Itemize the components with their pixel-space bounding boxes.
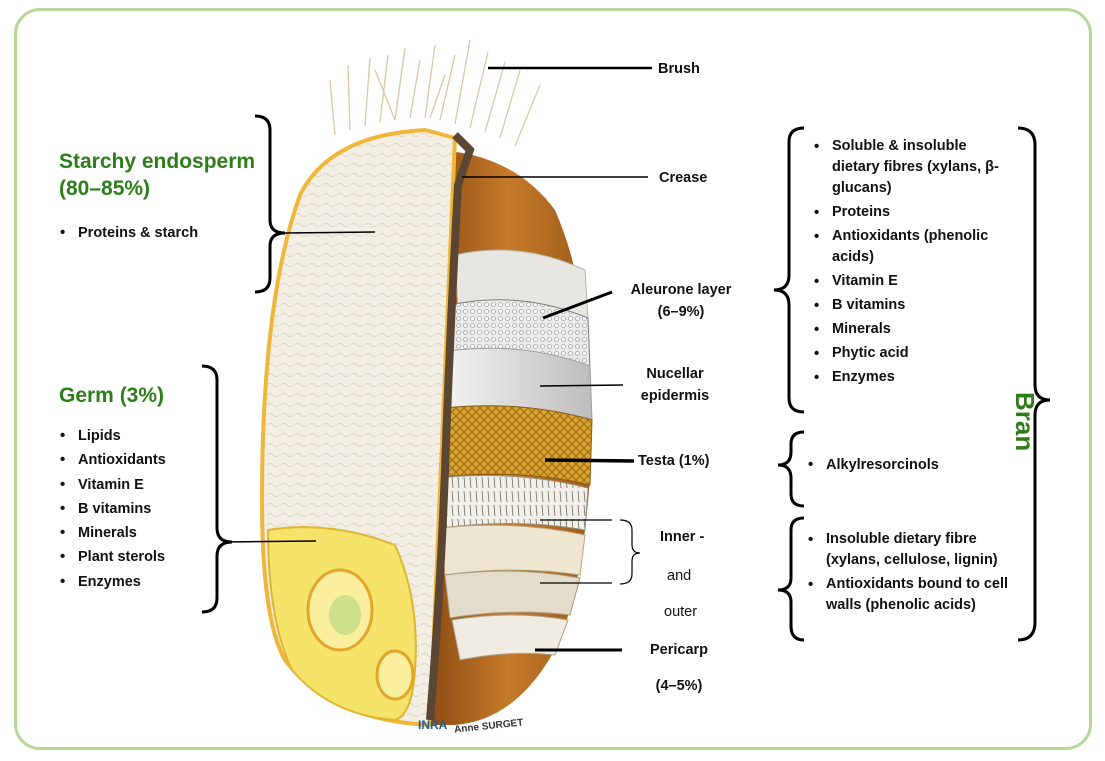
list-item: Enzymes — [58, 570, 166, 594]
list-item: Alkylresorcinols — [806, 453, 939, 477]
aleurone-composition-list: Soluble & insoluble dietary fibres (xyla… — [812, 136, 1017, 391]
starchy-endosperm-list: Proteins & starch — [58, 221, 198, 245]
list-item: B vitamins — [58, 497, 166, 521]
pericarp-label-line2: (4–5%) — [638, 675, 720, 697]
brush-label: Brush — [658, 58, 700, 80]
aleurone-layer-label: Aleurone layer (6–9%) — [620, 279, 742, 323]
list-item: B vitamins — [812, 295, 1017, 316]
bran-brace — [1018, 128, 1050, 640]
list-item: Vitamin E — [58, 473, 166, 497]
pericarp-label-line1: Pericarp — [638, 639, 720, 661]
list-item: Plant sterols — [58, 545, 166, 569]
image-credit: INRA Anne SURGET — [418, 718, 524, 732]
nucellar-epidermis-label: Nucellar epidermis — [625, 363, 725, 407]
inner-label: Inner - — [660, 526, 704, 548]
aleurone-brace — [774, 128, 804, 412]
list-item: Insoluble dietary fibre (xylans, cellulo… — [806, 529, 1021, 571]
list-item: Lipids — [58, 424, 166, 448]
aleurone-label-line1: Aleurone layer — [620, 279, 742, 301]
list-item: Antioxidants (phenolic acids) — [812, 226, 1017, 268]
nucellar-label-line1: Nucellar — [625, 363, 725, 385]
germ-embryo-axis — [329, 595, 361, 635]
nucellar-label-line2: epidermis — [625, 385, 725, 407]
pericarp-composition-list: Insoluble dietary fibre (xylans, cellulo… — [806, 529, 1021, 619]
list-item: Phytic acid — [812, 343, 1017, 364]
bran-label: Bran — [1009, 392, 1040, 451]
list-item: Minerals — [58, 521, 166, 545]
germ-brace — [202, 366, 232, 612]
list-item: Enzymes — [812, 367, 1017, 388]
inner-outer-brace — [620, 520, 640, 584]
pericarp-brace — [778, 518, 804, 640]
starchy-heading-line2: (80–85%) — [59, 175, 255, 202]
list-item: Antioxidants bound to cell walls (phenol… — [806, 574, 1021, 616]
aleurone-label-line2: (6–9%) — [620, 301, 742, 323]
outer-label: outer — [664, 604, 697, 620]
list-item: Proteins — [812, 202, 1017, 223]
testa-composition-list: Alkylresorcinols — [806, 453, 939, 477]
germ-heading: Germ (3%) — [59, 382, 164, 409]
brush-hairs — [330, 40, 540, 146]
inra-logo: INRA — [418, 718, 447, 732]
starchy-endosperm-heading: Starchy endosperm (80–85%) — [59, 148, 255, 202]
crease-label: Crease — [659, 167, 707, 189]
testa-brace — [778, 432, 804, 506]
list-item: Proteins & starch — [58, 221, 198, 245]
starchy-heading-line1: Starchy endosperm — [59, 148, 255, 175]
and-label: and — [667, 568, 691, 584]
list-item: Minerals — [812, 319, 1017, 340]
testa-label: Testa (1%) — [638, 450, 709, 472]
pericarp-label: Pericarp (4–5%) — [638, 639, 720, 697]
list-item: Antioxidants — [58, 448, 166, 472]
germ-list: Lipids Antioxidants Vitamin E B vitamins… — [58, 424, 166, 594]
list-item: Vitamin E — [812, 271, 1017, 292]
list-item: Soluble & insoluble dietary fibres (xyla… — [812, 136, 1017, 199]
germ-radicle — [377, 651, 413, 699]
